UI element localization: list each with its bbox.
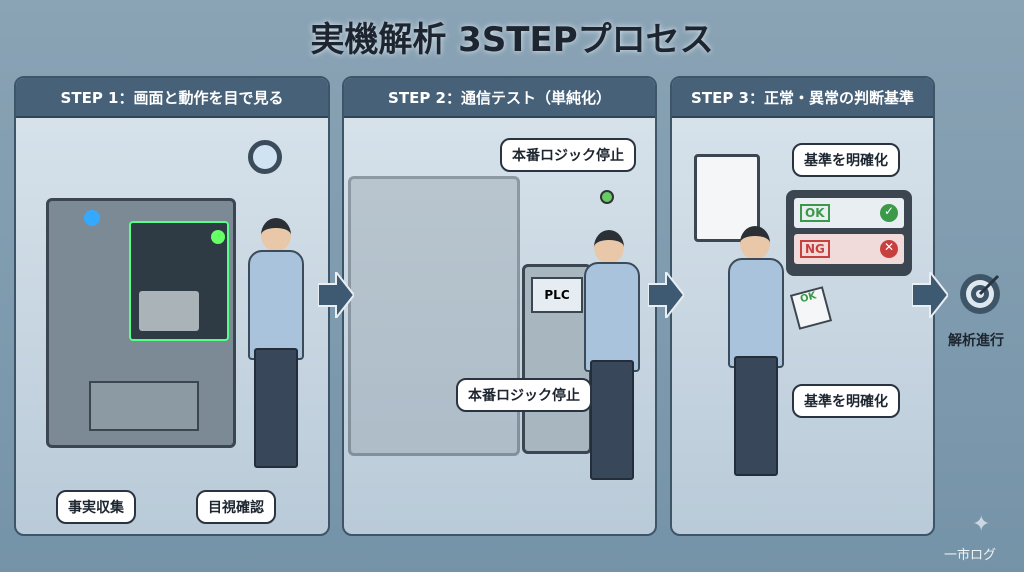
magnifier-icon (248, 140, 282, 174)
clipboard-checklist-icon (694, 154, 760, 242)
step1-panel: STEP 1：画面と動作を目で見る 事実収集 目視確認 (14, 76, 330, 536)
visual-check-label: 目視確認 (196, 490, 276, 524)
wireless-sensor-icon (600, 190, 614, 204)
tablet-display: OK ✓ NG ✕ (786, 190, 912, 276)
worker-head (594, 230, 624, 264)
step1-header: STEP 1：画面と動作を目で見る (16, 78, 328, 118)
arrow-right-icon (648, 272, 684, 318)
cross-icon: ✕ (880, 240, 898, 258)
faded-machine-illustration (348, 176, 520, 456)
check-icon: ✓ (880, 204, 898, 222)
worker-body (728, 258, 784, 368)
plc-screen: PLC (531, 277, 583, 313)
ng-badge: NG (800, 240, 830, 258)
plc-terminal: PLC (522, 264, 592, 454)
worker-body (584, 262, 640, 372)
machine-illustration (46, 198, 236, 448)
facts-label: 事実収集 (56, 490, 136, 524)
handheld-tablet: OK (789, 286, 833, 330)
step2-header: STEP 2：通信テスト（単純化） (344, 78, 655, 118)
page-title: 実機解析 3STEPプロセス (310, 20, 714, 60)
worker-head (261, 218, 291, 252)
step2-panel: STEP 2：通信テスト（単純化） PLC 本番ロジック停止 本番ロジック停止 (342, 76, 657, 536)
worker-legs (590, 360, 634, 480)
step3-header: STEP 3：正常・異常の判断基準 (672, 78, 933, 118)
logic-stop-label-top: 本番ロジック停止 (500, 138, 636, 172)
sparkle-icon: ✦ (972, 512, 991, 537)
worker-body (248, 250, 304, 360)
blue-lamp-icon (84, 210, 100, 226)
criteria-label-top: 基準を明確化 (792, 143, 900, 177)
step3-panel: STEP 3：正常・異常の判断基準 OK ✓ NG ✕ OK 基準を明確化 基準… (670, 76, 935, 536)
watermark: 一市ログ (944, 548, 997, 563)
goal-label: 解析進行 (948, 333, 1004, 349)
logic-stop-label-bottom: 本番ロジック停止 (456, 378, 592, 412)
target-icon (960, 274, 1000, 314)
criteria-label-bottom: 基準を明確化 (792, 384, 900, 418)
worker-head (740, 226, 770, 260)
ok-badge: OK (800, 204, 830, 222)
worker-legs (254, 348, 298, 468)
arrow-right-icon (318, 272, 354, 318)
worker-legs (734, 356, 778, 476)
arrow-right-icon (912, 272, 948, 318)
green-lamp-icon (211, 230, 225, 244)
